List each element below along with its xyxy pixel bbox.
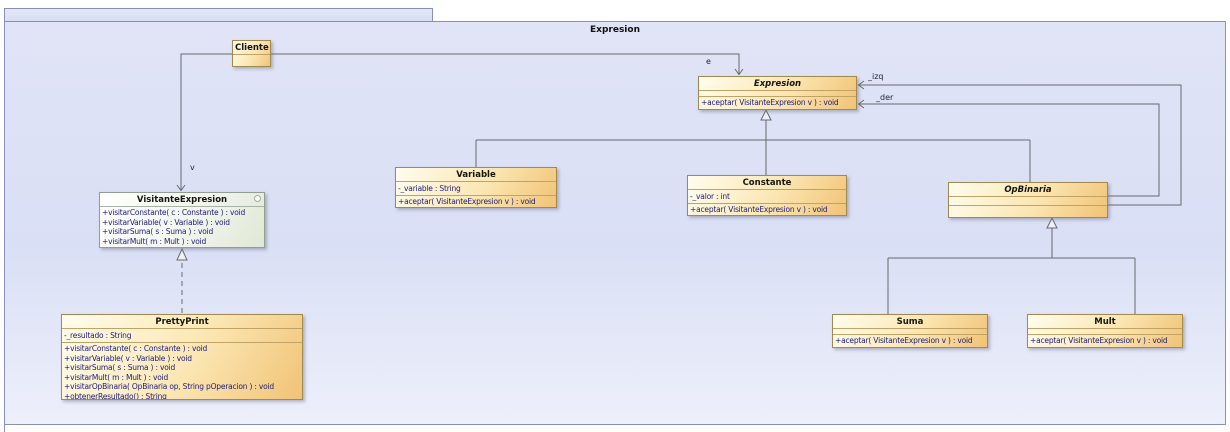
generalization-triangle-opbinaria [1046,216,1058,229]
association-opbinaria-der[interactable] [858,103,1160,197]
method-row: +aceptar( VisitanteExpresion v ) : void [398,197,536,206]
class-title: Constante [742,178,792,188]
method-row: +aceptar( VisitanteExpresion v ) : void [835,336,973,346]
class-mult[interactable]: Mult +aceptar( VisitanteExpresion v ) : … [1027,314,1183,348]
method-row: +visitarOpBinaria( OpBinaria op, String … [64,382,274,392]
method-row: +visitarConstante( c : Constante ) : voi… [64,344,208,353]
attributes-section: -_variable : String [396,181,556,195]
role-label-izq: _izq [867,72,884,81]
class-title: Expresion [753,79,802,89]
class-title: OpBinaria [1004,185,1052,195]
attributes-section: -_valor : int [688,189,846,203]
methods-section: +aceptar( VisitanteExpresion v ) : void [688,203,846,215]
role-label-e: e [706,57,711,66]
method-row: +aceptar( VisitanteExpresion v ) : void [701,98,839,108]
package-edge-stub [4,425,5,432]
arrowhead-v [176,184,186,192]
class-suma[interactable]: Suma +aceptar( VisitanteExpresion v ) : … [832,314,988,348]
package-title: Expresion [590,25,640,35]
method-row: +visitarSuma( s : Suma ) : void [64,363,176,373]
method-row: +visitarVariable( v : Variable ) : void [64,353,192,363]
method-row: +visitarVariable( v : Variable ) : void [102,217,230,227]
methods-section: +aceptar( VisitanteExpresion v ) : void [1028,334,1182,347]
attribute-row: -_variable : String [398,183,461,193]
arrowhead-izq [857,80,865,90]
class-expresion[interactable]: Expresion +aceptar( VisitanteExpresion v… [698,76,857,110]
attributes-section [1028,328,1182,334]
class-visitante-expresion[interactable]: VisitanteExpresion +visitarConstante( c … [99,192,265,248]
class-prettyprint[interactable]: PrettyPrint -_resultado : String +visita… [61,314,303,400]
association-cliente-expresion[interactable] [270,53,740,74]
class-cliente[interactable]: Cliente [232,40,271,67]
class-title: Suma [896,317,924,327]
role-label-v: v [190,163,195,172]
attributes-section [949,196,1107,205]
generalization-triangle-expresion [760,108,772,121]
attributes-section [233,54,270,66]
realization-triangle [176,247,188,261]
attribute-row: -_valor : int [690,191,730,201]
methods-section: +aceptar( VisitanteExpresion v ) : void [396,195,556,207]
class-variable[interactable]: Variable -_variable : String +aceptar( V… [395,167,557,208]
role-label-der: _der [875,93,894,102]
methods-section: +aceptar( VisitanteExpresion v ) : void [699,96,856,109]
arrowhead-e [734,68,744,76]
methods-section: +aceptar( VisitanteExpresion v ) : void [833,334,987,347]
class-constante[interactable]: Constante -_valor : int +aceptar( Visita… [687,175,847,216]
class-title: Variable [456,170,496,180]
class-title: PrettyPrint [155,317,209,327]
method-row: +visitarSuma( s : Suma ) : void [102,227,214,237]
interface-icon [254,195,261,202]
methods-section: +visitarConstante( c : Constante ) : voi… [100,206,264,247]
attributes-section [833,328,987,334]
association-cliente-visitante[interactable] [180,53,232,190]
method-row: +aceptar( VisitanteExpresion v ) : void [690,205,828,214]
class-opbinaria[interactable]: OpBinaria [948,182,1108,218]
class-title: VisitanteExpresion [136,195,228,205]
method-row: +aceptar( VisitanteExpresion v ) : void [1030,336,1168,346]
methods-section: +visitarConstante( c : Constante ) : voi… [62,342,302,399]
class-title: Mult [1094,317,1116,327]
attributes-section: -_resultado : String [62,328,302,342]
method-row: +obtenerResultado() : String [64,391,167,399]
association-opbinaria-izq[interactable] [858,84,1182,206]
methods-section [949,205,1107,217]
attributes-section [699,90,856,96]
method-row: +visitarMult( m : Mult ) : void [102,236,207,246]
class-title: Cliente [235,43,269,53]
method-row: +visitarMult( m : Mult ) : void [64,372,169,382]
attribute-row: -_resultado : String [64,330,132,340]
arrowhead-der [857,99,865,109]
method-row: +visitarConstante( c : Constante ) : voi… [102,208,246,217]
